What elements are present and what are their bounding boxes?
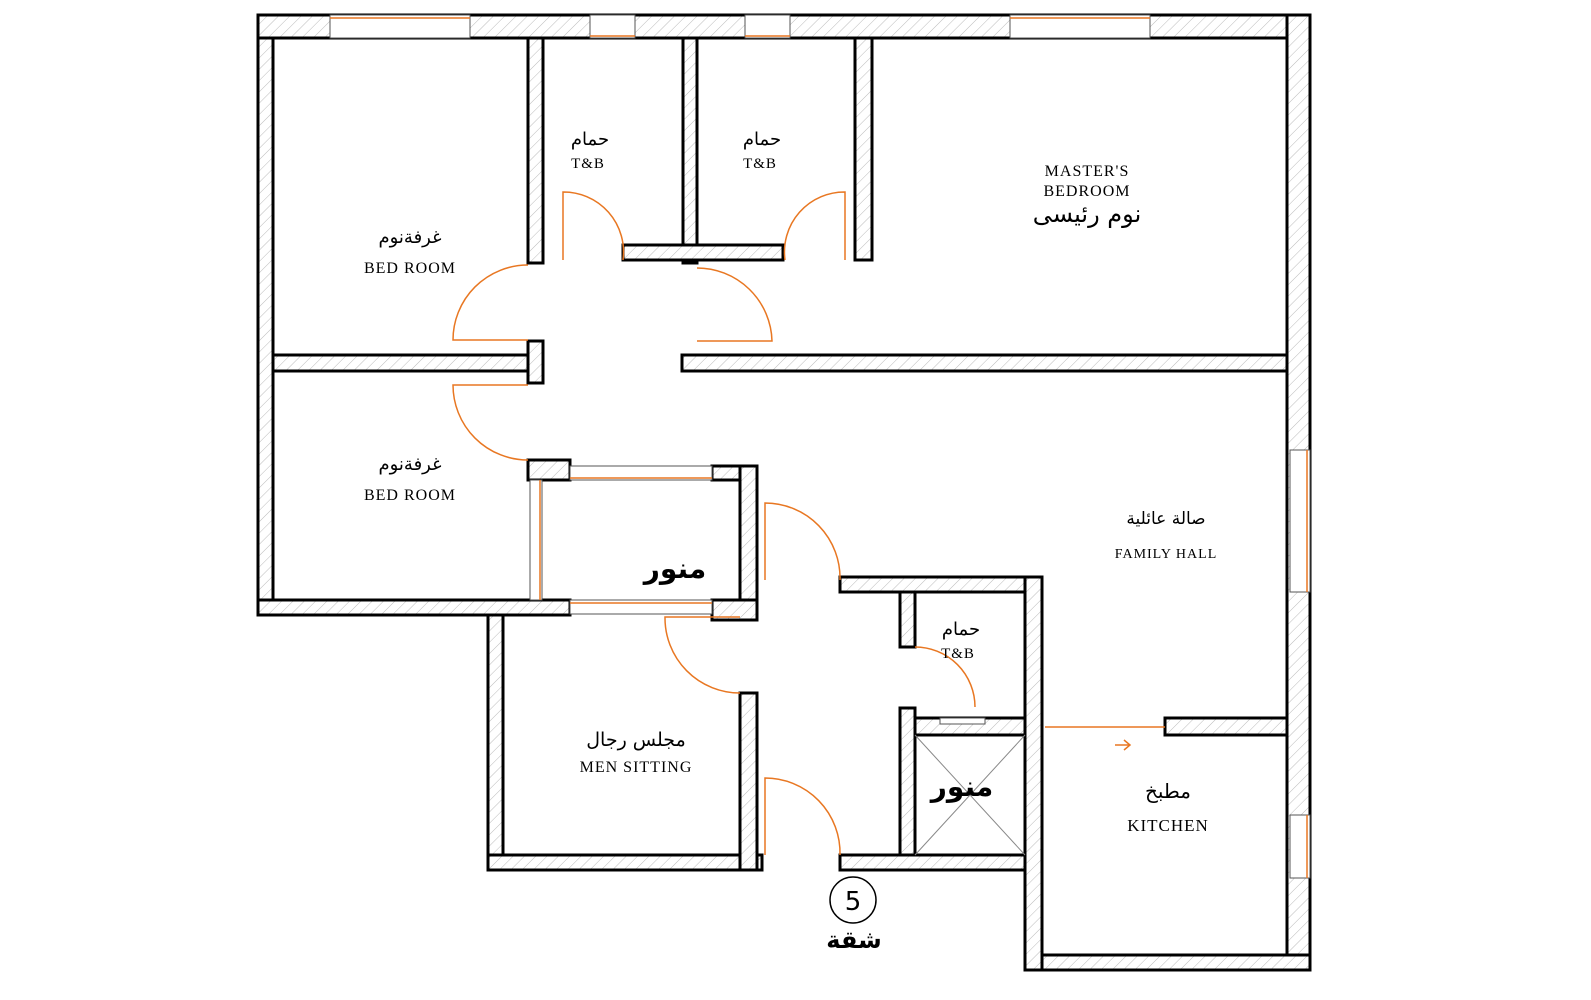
bedroom1-ar: غرفةنوم: [378, 227, 441, 248]
kitchen-en: KITCHEN: [1127, 816, 1209, 835]
master-en1: MASTER'S: [1045, 163, 1130, 180]
unit-number: 5: [845, 887, 862, 917]
light-well-cross: [914, 734, 1026, 856]
bath1-en: T&B: [571, 156, 605, 172]
bath1-ar: حمام: [571, 129, 609, 150]
kitchen-ar: مطبخ: [1145, 779, 1191, 803]
bedroom1-en: BED ROOM: [364, 260, 456, 277]
master-en2: BEDROOM: [1043, 183, 1130, 200]
windows: [329, 14, 1311, 879]
family-en: FAMILY HALL: [1115, 547, 1218, 562]
bedroom2-en: BED ROOM: [364, 487, 456, 504]
walls: [256, 13, 1312, 972]
bath3-ar: حمام: [942, 619, 980, 640]
unit-label-ar: شقة: [826, 926, 881, 954]
bath2-ar: حمام: [743, 129, 781, 150]
bath2-en: T&B: [743, 156, 777, 172]
men-sitting-ar: مجلس رجال: [586, 729, 686, 751]
doors: [452, 191, 1165, 856]
bedroom2-ar: غرفةنوم: [378, 454, 441, 475]
master-ar: نوم رئيسى: [1033, 200, 1142, 228]
family-ar: صالة عائلية: [1126, 509, 1205, 529]
munawar2-ar: منور: [929, 770, 993, 803]
munawar1-ar: منور: [642, 552, 706, 585]
men-sitting-en: MEN SITTING: [580, 759, 693, 776]
bath3-en: T&B: [941, 646, 975, 662]
unit-number-circle: [829, 876, 877, 924]
